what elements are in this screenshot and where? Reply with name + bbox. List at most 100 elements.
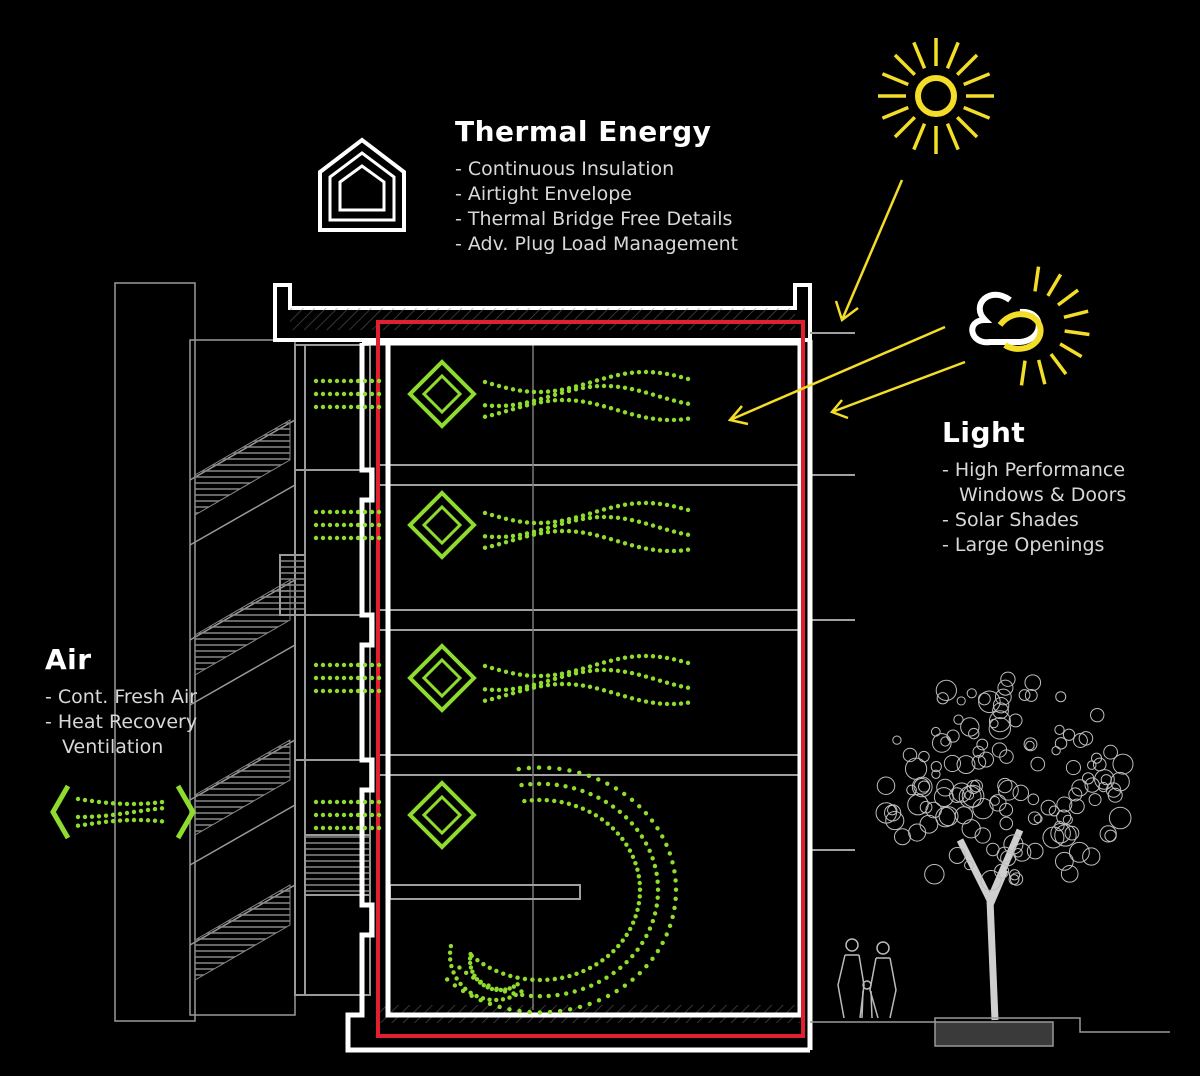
air-dot xyxy=(494,987,499,992)
hrv-unit-inner xyxy=(421,794,463,836)
air-dot xyxy=(594,515,600,520)
air-dot xyxy=(657,417,663,422)
air-dot xyxy=(545,520,551,525)
air-dot xyxy=(138,801,144,807)
air-dot xyxy=(369,391,375,397)
tree-leaf-cluster xyxy=(1040,799,1057,816)
air-dot xyxy=(362,378,368,384)
air-dot xyxy=(131,817,137,823)
sun-ray xyxy=(963,105,991,120)
air-dot xyxy=(369,404,375,410)
air-dot xyxy=(664,932,669,937)
air-dot xyxy=(624,932,629,938)
air-dot xyxy=(546,993,551,999)
light-callout: Light - High Performance Windows & Doors… xyxy=(942,416,1126,558)
tree-leaf-cluster xyxy=(925,801,942,819)
air-dot xyxy=(503,693,509,698)
air-dot xyxy=(341,522,347,528)
tree-leaf-cluster xyxy=(918,750,930,763)
air-dot xyxy=(657,701,663,706)
air-dot xyxy=(623,815,629,820)
tree-leaf-cluster xyxy=(1107,787,1123,803)
air-dot xyxy=(334,404,340,410)
tree-leaf-cluster xyxy=(906,784,917,796)
roof-insulation xyxy=(290,308,795,330)
air-dot xyxy=(485,985,490,990)
sun-ray xyxy=(1046,273,1063,297)
air-dot xyxy=(552,798,557,804)
air-dot xyxy=(369,825,375,831)
light-item-windows-line2: Windows & Doors xyxy=(959,483,1127,506)
air-dot xyxy=(348,535,354,541)
tree-leaf-cluster xyxy=(1003,834,1024,855)
hrv-unit xyxy=(407,643,477,713)
air-dot xyxy=(498,987,504,993)
air-dot xyxy=(531,520,537,526)
air-dot xyxy=(444,977,450,982)
air-dot xyxy=(552,676,558,682)
air-dot xyxy=(660,940,665,946)
tree-leaf-cluster xyxy=(1056,796,1073,813)
air-dot xyxy=(507,1007,512,1012)
air-dot xyxy=(559,674,565,680)
tree-leaf-cluster xyxy=(1042,826,1065,849)
air-dot xyxy=(510,533,516,539)
air-dot xyxy=(545,398,551,404)
air-dot xyxy=(529,798,535,803)
tree-icon xyxy=(875,671,1134,1021)
tree-leaf-cluster xyxy=(972,745,985,758)
air-dot xyxy=(510,518,516,523)
air-dot xyxy=(489,403,495,409)
air-dot xyxy=(601,404,607,409)
air-dot xyxy=(472,973,477,978)
air-dot xyxy=(611,948,616,954)
air-dot xyxy=(468,951,473,957)
air-dot xyxy=(608,514,614,520)
air-dot xyxy=(355,378,361,384)
air-dot xyxy=(376,662,382,668)
air-dot xyxy=(531,389,537,395)
air-dot xyxy=(327,378,333,384)
air-list: - Cont. Fresh Air - Heat Recovery Ventil… xyxy=(45,685,197,760)
air-dot xyxy=(636,544,642,550)
air-dot xyxy=(313,378,319,384)
air-dot xyxy=(667,851,673,856)
air-dot xyxy=(573,398,579,403)
air-dot xyxy=(545,977,550,982)
air-dot xyxy=(671,504,677,509)
air-dot xyxy=(588,791,593,797)
tree-leaf-cluster xyxy=(974,827,991,844)
tree-leaf-cluster xyxy=(1030,756,1046,772)
air-dot xyxy=(657,370,663,376)
air-dot xyxy=(678,684,684,689)
roof-parapet xyxy=(273,283,812,342)
air-dot xyxy=(685,685,691,690)
air-dot xyxy=(489,381,495,387)
air-dot xyxy=(482,545,488,550)
air-dot xyxy=(630,953,635,959)
air-dot xyxy=(362,522,368,528)
air-dot xyxy=(538,396,544,402)
air-dot xyxy=(327,509,333,515)
air-dot xyxy=(552,976,558,982)
tree-leaf-cluster xyxy=(892,735,902,745)
air-dot xyxy=(320,509,326,515)
air-dot xyxy=(482,687,488,692)
air-dot xyxy=(481,983,486,988)
air-dot xyxy=(524,673,530,678)
air-dot xyxy=(635,907,640,913)
air-dot xyxy=(587,809,592,815)
air-dot xyxy=(596,998,602,1003)
tree-leaf-cluster xyxy=(1099,825,1117,843)
air-dot xyxy=(355,799,361,805)
tree-leaf-cluster xyxy=(933,787,954,808)
air-dot xyxy=(615,372,621,378)
tree-leaf-cluster xyxy=(1054,737,1068,750)
air-dot xyxy=(355,675,361,681)
air-dot xyxy=(334,378,340,384)
air-dot xyxy=(103,819,109,825)
air-dot xyxy=(131,801,137,807)
air-dot xyxy=(643,500,649,506)
air-dot xyxy=(515,975,520,980)
air-dot xyxy=(348,675,354,681)
